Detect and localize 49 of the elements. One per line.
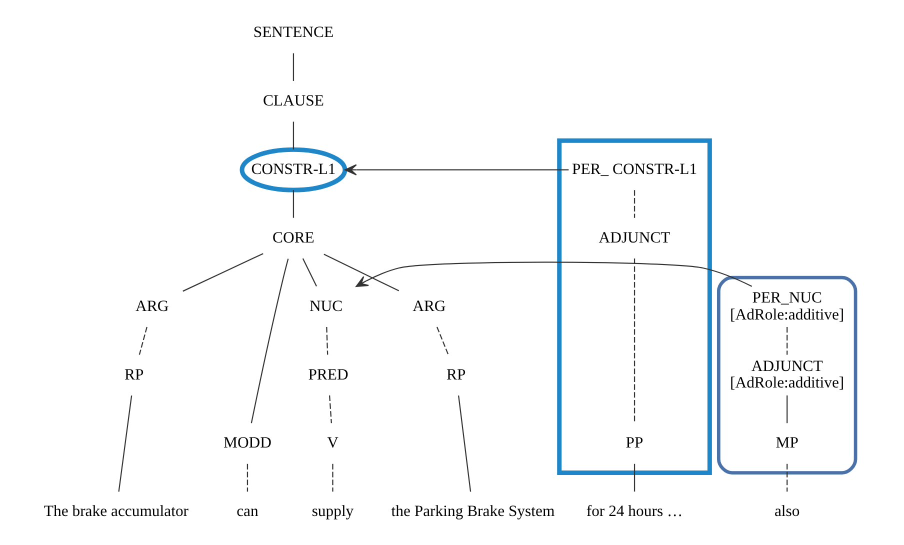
connector	[328, 395, 332, 424]
connector	[118, 395, 132, 492]
node-text: PP	[625, 434, 643, 452]
connector	[786, 395, 788, 424]
node-ellipse: CONSTR-L1	[239, 147, 347, 192]
node-text: SENTENCE	[252, 24, 334, 42]
cluster	[556, 138, 712, 475]
connector	[436, 326, 448, 355]
arrow	[355, 262, 752, 287]
node-text: the Parking Brake System	[390, 503, 554, 520]
connector	[323, 254, 399, 292]
node-text: The brake accumulator	[43, 503, 188, 520]
node-text: supply	[311, 503, 354, 520]
node-text: CORE	[272, 229, 314, 246]
node-text: PRED	[308, 366, 348, 384]
connector	[246, 464, 248, 492]
node-text: can	[236, 503, 258, 520]
node-text: NUC	[308, 298, 342, 315]
connector	[292, 190, 294, 218]
node-text: ARG	[412, 298, 446, 315]
connector	[250, 258, 288, 424]
connector	[326, 326, 328, 355]
arrow	[344, 164, 568, 176]
connector	[458, 396, 471, 492]
node-text: ADJUNCT	[598, 229, 670, 246]
node-text: PER_NUC [AdRole:additive]	[730, 289, 844, 324]
cluster	[716, 276, 857, 474]
node-text: V	[326, 434, 338, 452]
node-text: for 24 hours …	[586, 503, 682, 520]
connector	[292, 122, 294, 150]
node-text: RP	[446, 366, 466, 384]
connector	[292, 53, 294, 81]
node-text: PER_ CONSTR-L1	[571, 161, 697, 178]
connector	[302, 258, 316, 287]
node-text: ARG	[135, 298, 168, 315]
connector	[138, 326, 147, 355]
connector	[633, 464, 635, 492]
node-text: also	[774, 503, 800, 520]
connector	[786, 464, 788, 492]
connector	[633, 258, 635, 424]
node-text: CLAUSE	[262, 92, 324, 110]
connector	[786, 327, 788, 355]
node-text: RP	[124, 366, 144, 384]
node-text: ADJUNCT [AdRole:additive]	[730, 358, 844, 392]
node-text: MODD	[223, 434, 271, 452]
connector	[633, 190, 635, 218]
connector	[332, 464, 333, 492]
node-text: MP	[775, 434, 798, 452]
connector	[182, 253, 263, 292]
